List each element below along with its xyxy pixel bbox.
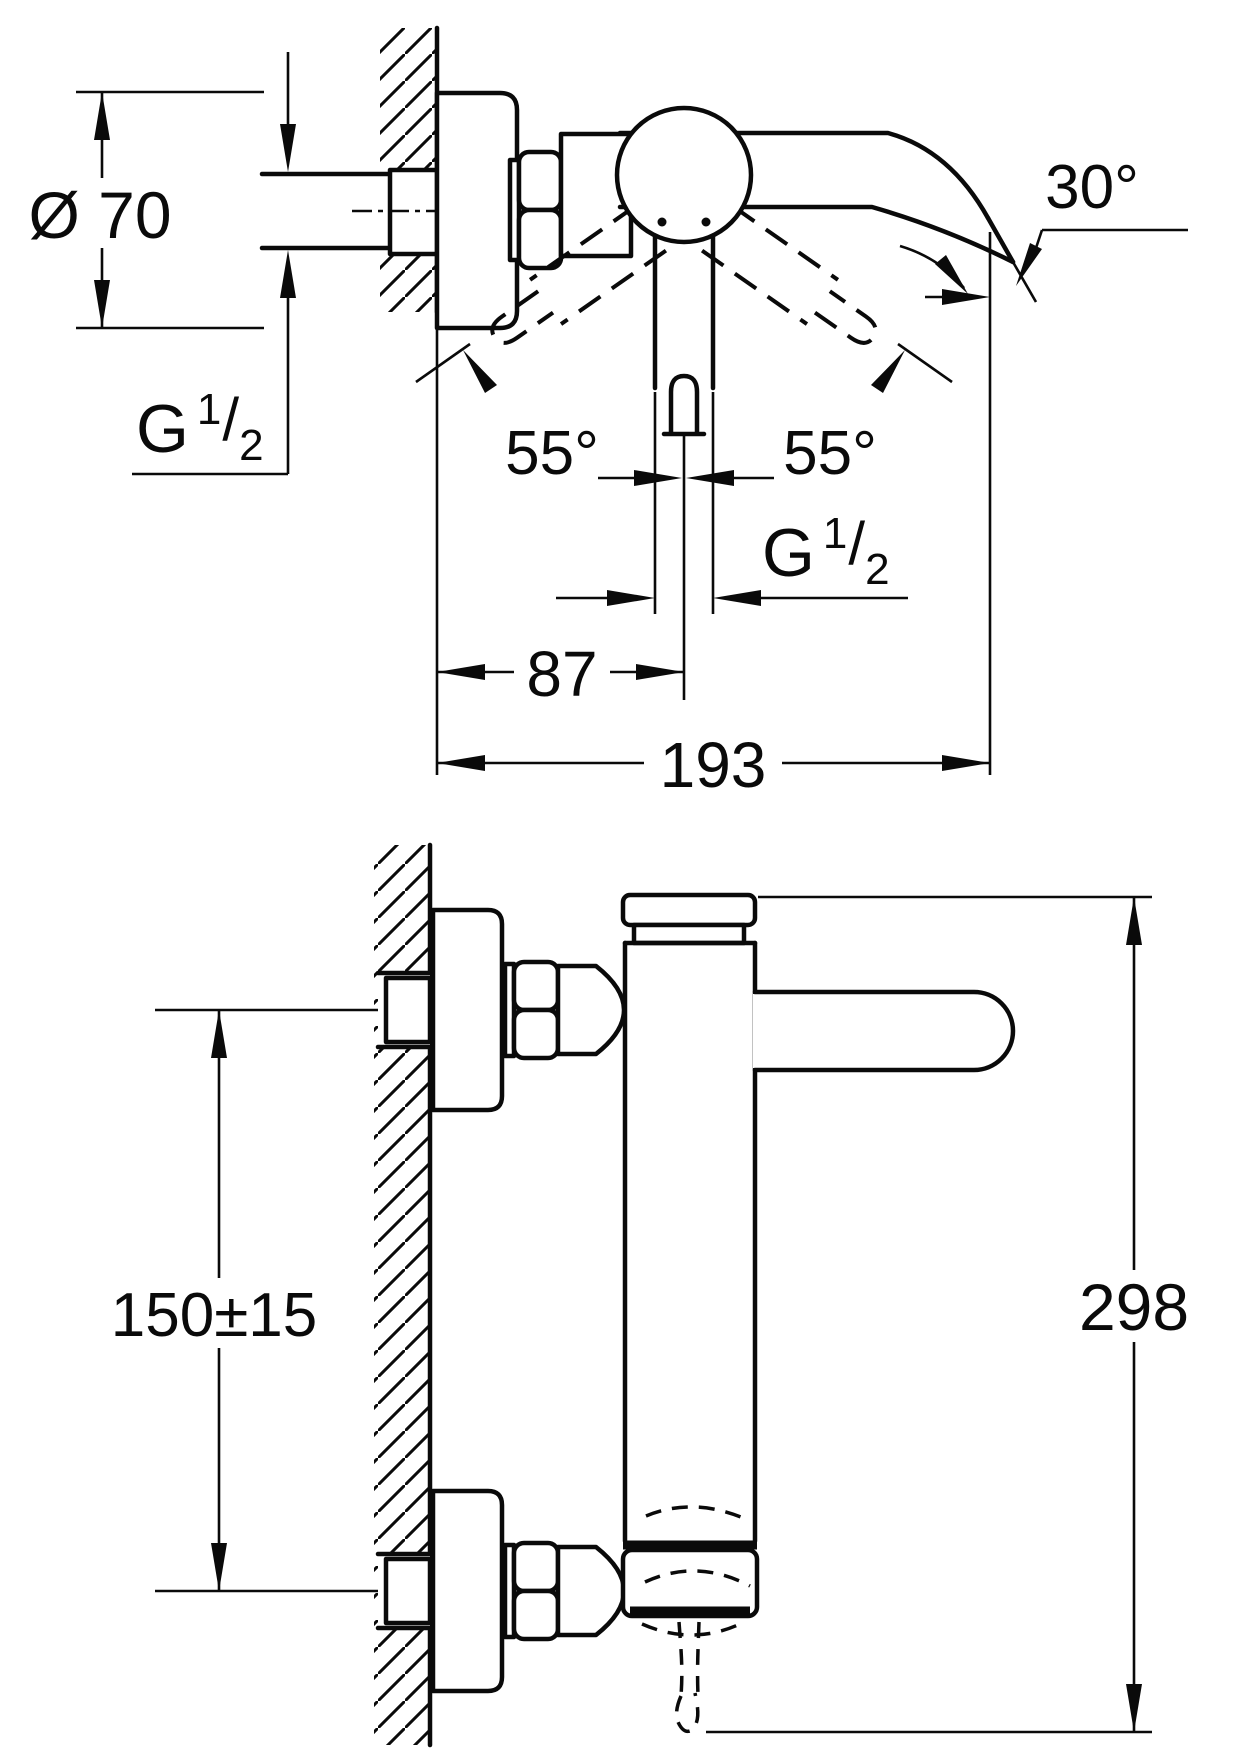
handle-tip-cap — [661, 373, 707, 437]
dim-diameter-label: Ø 70 — [28, 178, 171, 252]
top-washer — [502, 961, 517, 1059]
bottom-hex-nut — [511, 1540, 561, 1642]
top-union-dome — [555, 963, 627, 1057]
dimension-193: 193 — [437, 729, 990, 801]
swivel-left-label: 55° — [505, 419, 599, 488]
top-inlet-fitting — [383, 975, 433, 1045]
hidden-edge-aerator — [644, 1569, 751, 1588]
dimension-298: 298 — [706, 895, 1204, 1734]
bottom-washer — [502, 1542, 517, 1640]
mixer-body-side — [555, 892, 1016, 1734]
escutcheon-top-view — [434, 90, 520, 331]
spout-top-edge — [617, 130, 991, 221]
spout-end-face — [985, 215, 1016, 265]
water-stream — [674, 1621, 701, 1734]
dim-150-label: 150±15 — [111, 1281, 317, 1350]
dimension-spout-angle: 30° — [899, 153, 1188, 775]
cartridge-dot-right — [701, 217, 711, 227]
hidden-edge-outlet-bottom — [641, 1622, 741, 1637]
cartridge-cap — [620, 892, 758, 928]
bottom-inlet-fitting — [383, 1556, 433, 1626]
bottom-connection — [375, 1488, 561, 1694]
cartridge-circle — [614, 105, 754, 245]
dim-193-label: 193 — [660, 729, 767, 801]
hidden-edge-body — [645, 1505, 749, 1522]
dim-87-label: 87 — [526, 638, 597, 710]
spout-angle-construction-line — [1011, 261, 1038, 303]
bottom-union-dome — [555, 1544, 627, 1638]
handle-position-right-55 — [700, 204, 878, 345]
top-hex-nut — [511, 959, 561, 1061]
side-view: 150±15 298 — [98, 842, 1204, 1748]
dim-298-label: 298 — [1079, 1270, 1189, 1344]
spout-angle-label: 30° — [1045, 153, 1139, 222]
cartridge-dot-left — [657, 217, 667, 227]
dimension-swivel-left: 55° — [415, 342, 682, 488]
dimension-escutcheon-diameter: Ø 70 — [28, 90, 264, 330]
top-escutcheon — [430, 907, 505, 1113]
handle-lever-side — [752, 989, 1016, 1073]
dimension-150: 150±15 — [98, 1010, 332, 1591]
hex-nut-top-view — [516, 149, 564, 271]
bottom-escutcheon — [430, 1488, 505, 1694]
spout-bottom-edge — [617, 204, 1016, 265]
outlet-housing — [620, 1547, 760, 1619]
handle-position-left-55 — [490, 204, 668, 345]
cap-ring — [631, 922, 747, 946]
top-connection — [375, 907, 561, 1113]
dimension-87: 87 — [435, 312, 686, 775]
washer-top-view — [507, 157, 522, 263]
dimension-swivel-right: 55° — [686, 342, 953, 488]
swivel-right-label: 55° — [783, 419, 877, 488]
rotation-arc — [899, 244, 966, 289]
